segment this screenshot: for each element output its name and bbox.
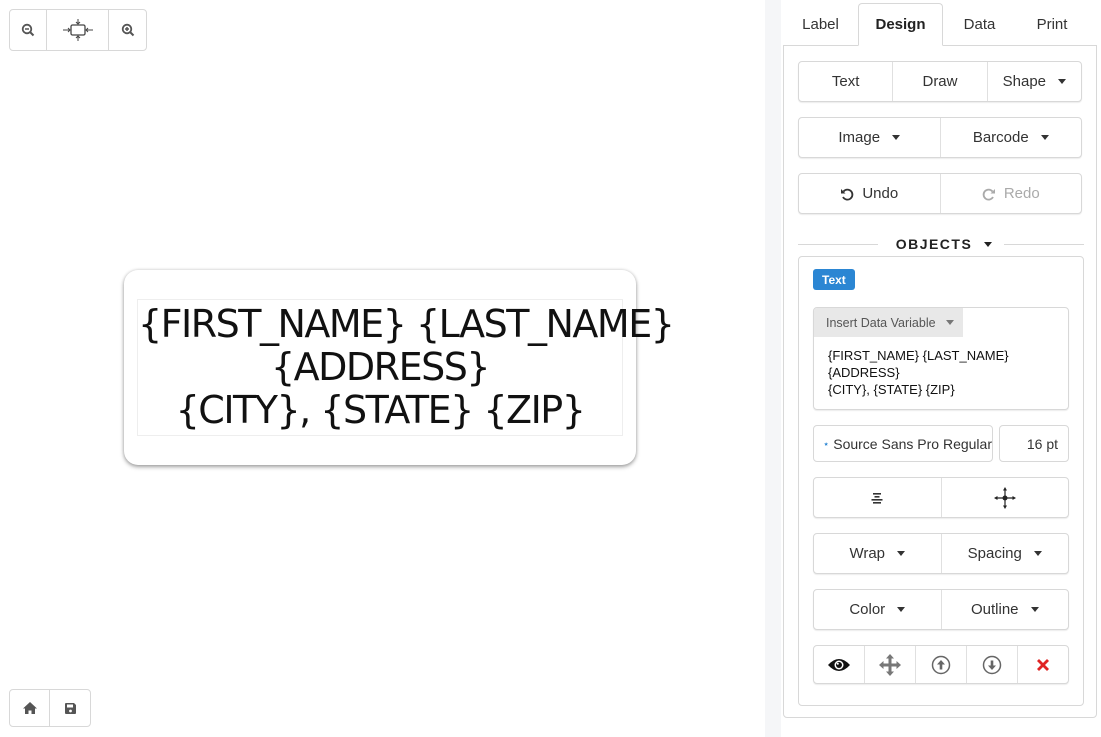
redo-label: Redo	[1003, 185, 1040, 202]
content-line: {ADDRESS}	[828, 365, 900, 380]
arrow-circle-up-icon	[931, 655, 951, 674]
draw-button[interactable]: Draw	[893, 62, 988, 101]
position-button[interactable]	[942, 478, 1069, 517]
text-button[interactable]: Text	[799, 62, 894, 101]
font-family-value: Source Sans Pro Regular	[833, 435, 992, 452]
outline-dropdown[interactable]: Outline	[942, 590, 1069, 629]
arrow-circle-down-icon	[982, 655, 1002, 674]
caret-down-icon	[1040, 135, 1049, 140]
move-arrows-icon	[993, 486, 1016, 509]
label-line: {ADDRESS}	[270, 345, 491, 389]
undo-button[interactable]: Undo	[799, 174, 941, 213]
insert-data-variable-dropdown[interactable]: Insert Data Variable	[814, 308, 963, 337]
eye-icon	[828, 658, 850, 671]
caret-down-icon	[984, 241, 993, 247]
zoom-out-icon	[21, 23, 35, 37]
image-dropdown-label: Image	[838, 129, 881, 146]
color-outline-toolbar: Color Outline	[813, 589, 1069, 630]
sidebar-tabs: Label Design Data Print	[783, 0, 1097, 46]
content-line: {CITY}, {STATE} {ZIP}	[828, 382, 955, 397]
delete-x-icon	[1037, 658, 1049, 671]
spacing-label: Spacing	[967, 545, 1022, 562]
tab-label[interactable]: Label	[802, 16, 839, 33]
history-toolbar: Undo Redo	[798, 173, 1082, 214]
label-text-object[interactable]: {FIRST_NAME} {LAST_NAME} {ADDRESS} {CITY…	[137, 299, 675, 436]
outline-label: Outline	[970, 601, 1019, 618]
color-label: Color	[849, 601, 886, 618]
fit-to-screen-button[interactable]	[47, 10, 109, 50]
fit-to-screen-icon	[62, 19, 93, 41]
object-type-badge: Text	[813, 269, 855, 290]
label-line: {FIRST_NAME} {LAST_NAME}	[138, 302, 675, 346]
label-preview[interactable]: {FIRST_NAME} {LAST_NAME} {ADDRESS} {CITY…	[124, 270, 675, 465]
barcode-dropdown-label: Barcode	[972, 129, 1029, 146]
zoom-in-button[interactable]	[109, 10, 146, 50]
text-editor[interactable]: Insert Data Variable {FIRST_NAME} {LAST_…	[813, 307, 1069, 410]
caret-down-icon	[1030, 607, 1039, 612]
zoom-out-button[interactable]	[10, 10, 47, 50]
save-icon	[64, 702, 76, 714]
text-align-button[interactable]	[814, 478, 942, 517]
design-panel: Text Draw Shape Image Barcode Undo Redo …	[783, 45, 1097, 718]
selected-object-panel: Text Insert Data Variable {FIRST_NAME} {…	[798, 256, 1084, 706]
caret-down-icon	[1058, 79, 1066, 84]
undo-icon	[841, 188, 854, 201]
label-line: {CITY}, {STATE} {ZIP}	[175, 388, 586, 432]
tab-design[interactable]: Design	[858, 3, 943, 46]
media-toolbar: Image Barcode	[798, 117, 1082, 158]
bring-forward-button[interactable]	[916, 646, 967, 683]
home-button[interactable]	[10, 690, 50, 726]
caret-down-icon	[945, 320, 954, 325]
delete-object-button[interactable]	[1018, 646, 1068, 683]
objects-title: OBJECTS	[895, 236, 973, 252]
sidebar: Label Design Data Print Text Draw Shape …	[781, 0, 1101, 737]
font-family-select[interactable]: Source Sans Pro Regular	[813, 425, 993, 462]
star-icon	[824, 441, 829, 446]
save-button[interactable]	[50, 690, 90, 726]
canvas-area: {FIRST_NAME} {LAST_NAME} {ADDRESS} {CITY…	[9, 9, 675, 727]
alignment-toolbar	[813, 477, 1069, 518]
wrap-dropdown[interactable]: Wrap	[814, 534, 942, 573]
wrap-label: Wrap	[849, 545, 886, 562]
image-dropdown[interactable]: Image	[799, 118, 941, 157]
bottom-controls	[9, 689, 91, 727]
move-object-button[interactable]	[865, 646, 916, 683]
divider	[1004, 243, 1084, 245]
toggle-visibility-button[interactable]	[814, 646, 865, 683]
font-size-input[interactable]: 16 pt	[999, 425, 1069, 462]
barcode-dropdown[interactable]: Barcode	[941, 118, 1082, 157]
divider	[798, 243, 878, 245]
content-line: {FIRST_NAME} {LAST_NAME}	[828, 348, 1009, 363]
canvas-scrollbar[interactable]	[765, 0, 781, 737]
move-icon	[879, 653, 901, 676]
insert-data-variable-label: Insert Data Variable	[826, 315, 936, 330]
zoom-controls	[9, 9, 147, 51]
objects-section-header: OBJECTS	[798, 234, 1084, 254]
wrap-spacing-toolbar: Wrap Spacing	[813, 533, 1069, 574]
object-actions-toolbar	[813, 645, 1069, 684]
caret-down-icon	[892, 135, 901, 140]
tab-print[interactable]: Print	[1036, 16, 1068, 33]
insert-toolbar: Text Draw Shape	[798, 61, 1082, 102]
home-icon	[22, 702, 37, 714]
color-dropdown[interactable]: Color	[814, 590, 942, 629]
send-backward-button[interactable]	[967, 646, 1018, 683]
objects-toggle[interactable]: OBJECTS	[878, 236, 1005, 252]
redo-icon	[982, 188, 995, 201]
align-center-icon	[871, 492, 883, 504]
text-content-input[interactable]: {FIRST_NAME} {LAST_NAME} {ADDRESS} {CITY…	[828, 347, 1009, 398]
shape-dropdown-label: Shape	[1002, 73, 1046, 90]
redo-button[interactable]: Redo	[941, 174, 1082, 213]
caret-down-icon	[1033, 551, 1042, 556]
shape-dropdown[interactable]: Shape	[988, 62, 1081, 101]
caret-down-icon	[897, 607, 906, 612]
spacing-dropdown[interactable]: Spacing	[942, 534, 1069, 573]
zoom-in-icon	[121, 23, 134, 37]
tab-data[interactable]: Data	[963, 16, 996, 33]
undo-label: Undo	[862, 185, 899, 202]
text-button-label: Text	[831, 73, 860, 90]
caret-down-icon	[897, 551, 906, 556]
draw-button-label: Draw	[922, 73, 958, 90]
